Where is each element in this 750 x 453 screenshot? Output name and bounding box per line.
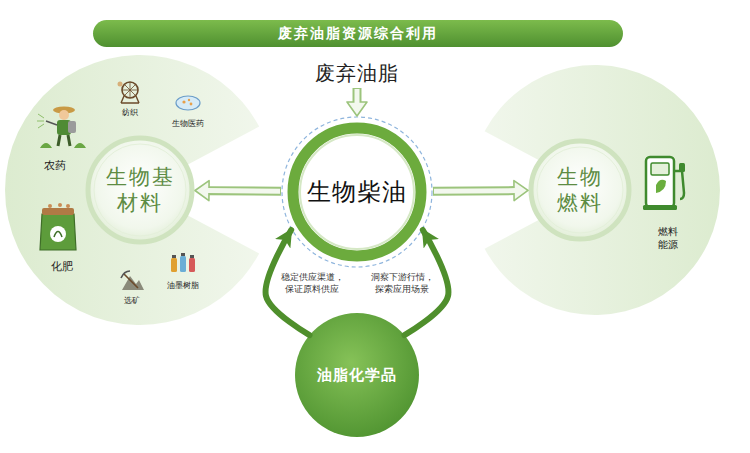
pick-handle [124,274,138,288]
granule [66,204,70,208]
solid-disc [295,313,419,437]
plants [40,143,86,148]
resin-icon [171,253,195,272]
leaf [656,180,666,193]
category-region [485,65,720,315]
source-node: 废弃油脂 [297,58,417,88]
dot [190,103,193,106]
tank [68,121,76,133]
node-content: 生物 燃料 [528,138,632,242]
inner-ring [300,135,414,249]
inner-ring [94,144,186,236]
arrow-head [195,181,209,201]
pesticide-icon [37,107,86,149]
title: 废弃油脂资源综合利用 [93,20,623,47]
category-ring [531,141,629,239]
arrow-outline [209,186,281,196]
category-circle: 生物 燃料 [528,138,632,242]
arrow-fill [355,89,360,104]
bag-label [50,226,66,242]
granule [48,204,52,208]
head [59,110,69,120]
bottle [180,256,186,272]
pump-screen [651,163,669,175]
dot [188,99,190,101]
application-label: 燃料 能源 [657,226,679,251]
edge-label: 洞察下游行情， 探索应用场景 [370,271,434,295]
pump-base [643,205,677,210]
node-label: 生物基 材料 [105,164,175,217]
node-label: 生物 燃料 [555,164,605,217]
pick-head [121,271,130,278]
category-ring [88,138,192,242]
mining-icon [121,271,144,290]
legs [58,135,70,146]
yarn [118,82,123,87]
nozzle [679,163,685,172]
cap [190,255,194,258]
hose [674,171,684,199]
arrow-head [514,181,528,201]
arrow-outline [353,88,362,102]
cap [181,253,185,256]
connector-line [404,230,448,335]
application-label: 农药 [44,159,66,173]
spray [37,114,44,128]
node-label: 油脂化学品 [302,366,412,385]
arrow-outline [433,186,514,196]
arrow-head [347,102,367,116]
node-label: 生物柴油 [302,177,412,207]
bag-top [42,208,74,215]
sprayer [46,121,57,125]
dish [176,96,200,110]
node-content: 生物柴油 [281,116,433,268]
fertilizer-icon [40,203,76,250]
bag [40,214,76,250]
granule [58,203,62,207]
cap [172,255,176,258]
edge-label: 稳定供应渠道， 保证原料供应 [280,271,344,295]
hollow-arrow [195,181,281,201]
bottle [189,258,195,272]
dashed-ring [282,117,432,267]
title-bar [93,20,623,47]
category-region [5,55,259,325]
application-label: 纺织 [122,108,138,118]
medicine-icon [176,96,200,110]
inner-ring [537,147,623,233]
leaf-mark [54,232,62,238]
fuel-pump-icon [643,157,685,210]
category-circle: 生物基 材料 [85,135,195,245]
hub-circle: 生物柴油 [281,116,433,268]
application-label: 化肥 [51,260,73,274]
hub-ring [293,128,421,256]
node-outline [85,135,195,245]
hollow-arrow [433,181,528,201]
node-content: 废弃油脂 [297,58,417,88]
application-label: 选矿 [124,296,140,306]
node-content: 油脂化学品 [295,313,419,437]
bottle [171,258,177,272]
wheel [122,82,138,98]
application-label: 生物医药 [172,119,204,129]
arrow-fill [207,188,280,194]
arrow-fill [434,188,516,194]
frame [121,96,139,103]
hollow-arrow [347,88,367,116]
pump-body [646,157,674,207]
node-content: 生物基 材料 [85,135,195,245]
curved-arrow [266,230,310,335]
connector-line [266,230,310,335]
node-label: 废弃油脂 [297,61,417,86]
dot [182,100,185,103]
curved-arrow [404,230,448,335]
textile-icon [118,82,140,104]
application-label: 油墨树脂 [167,281,199,291]
source-circle: 油脂化学品 [295,313,419,437]
spokes [122,82,138,98]
node-outline [528,138,632,242]
